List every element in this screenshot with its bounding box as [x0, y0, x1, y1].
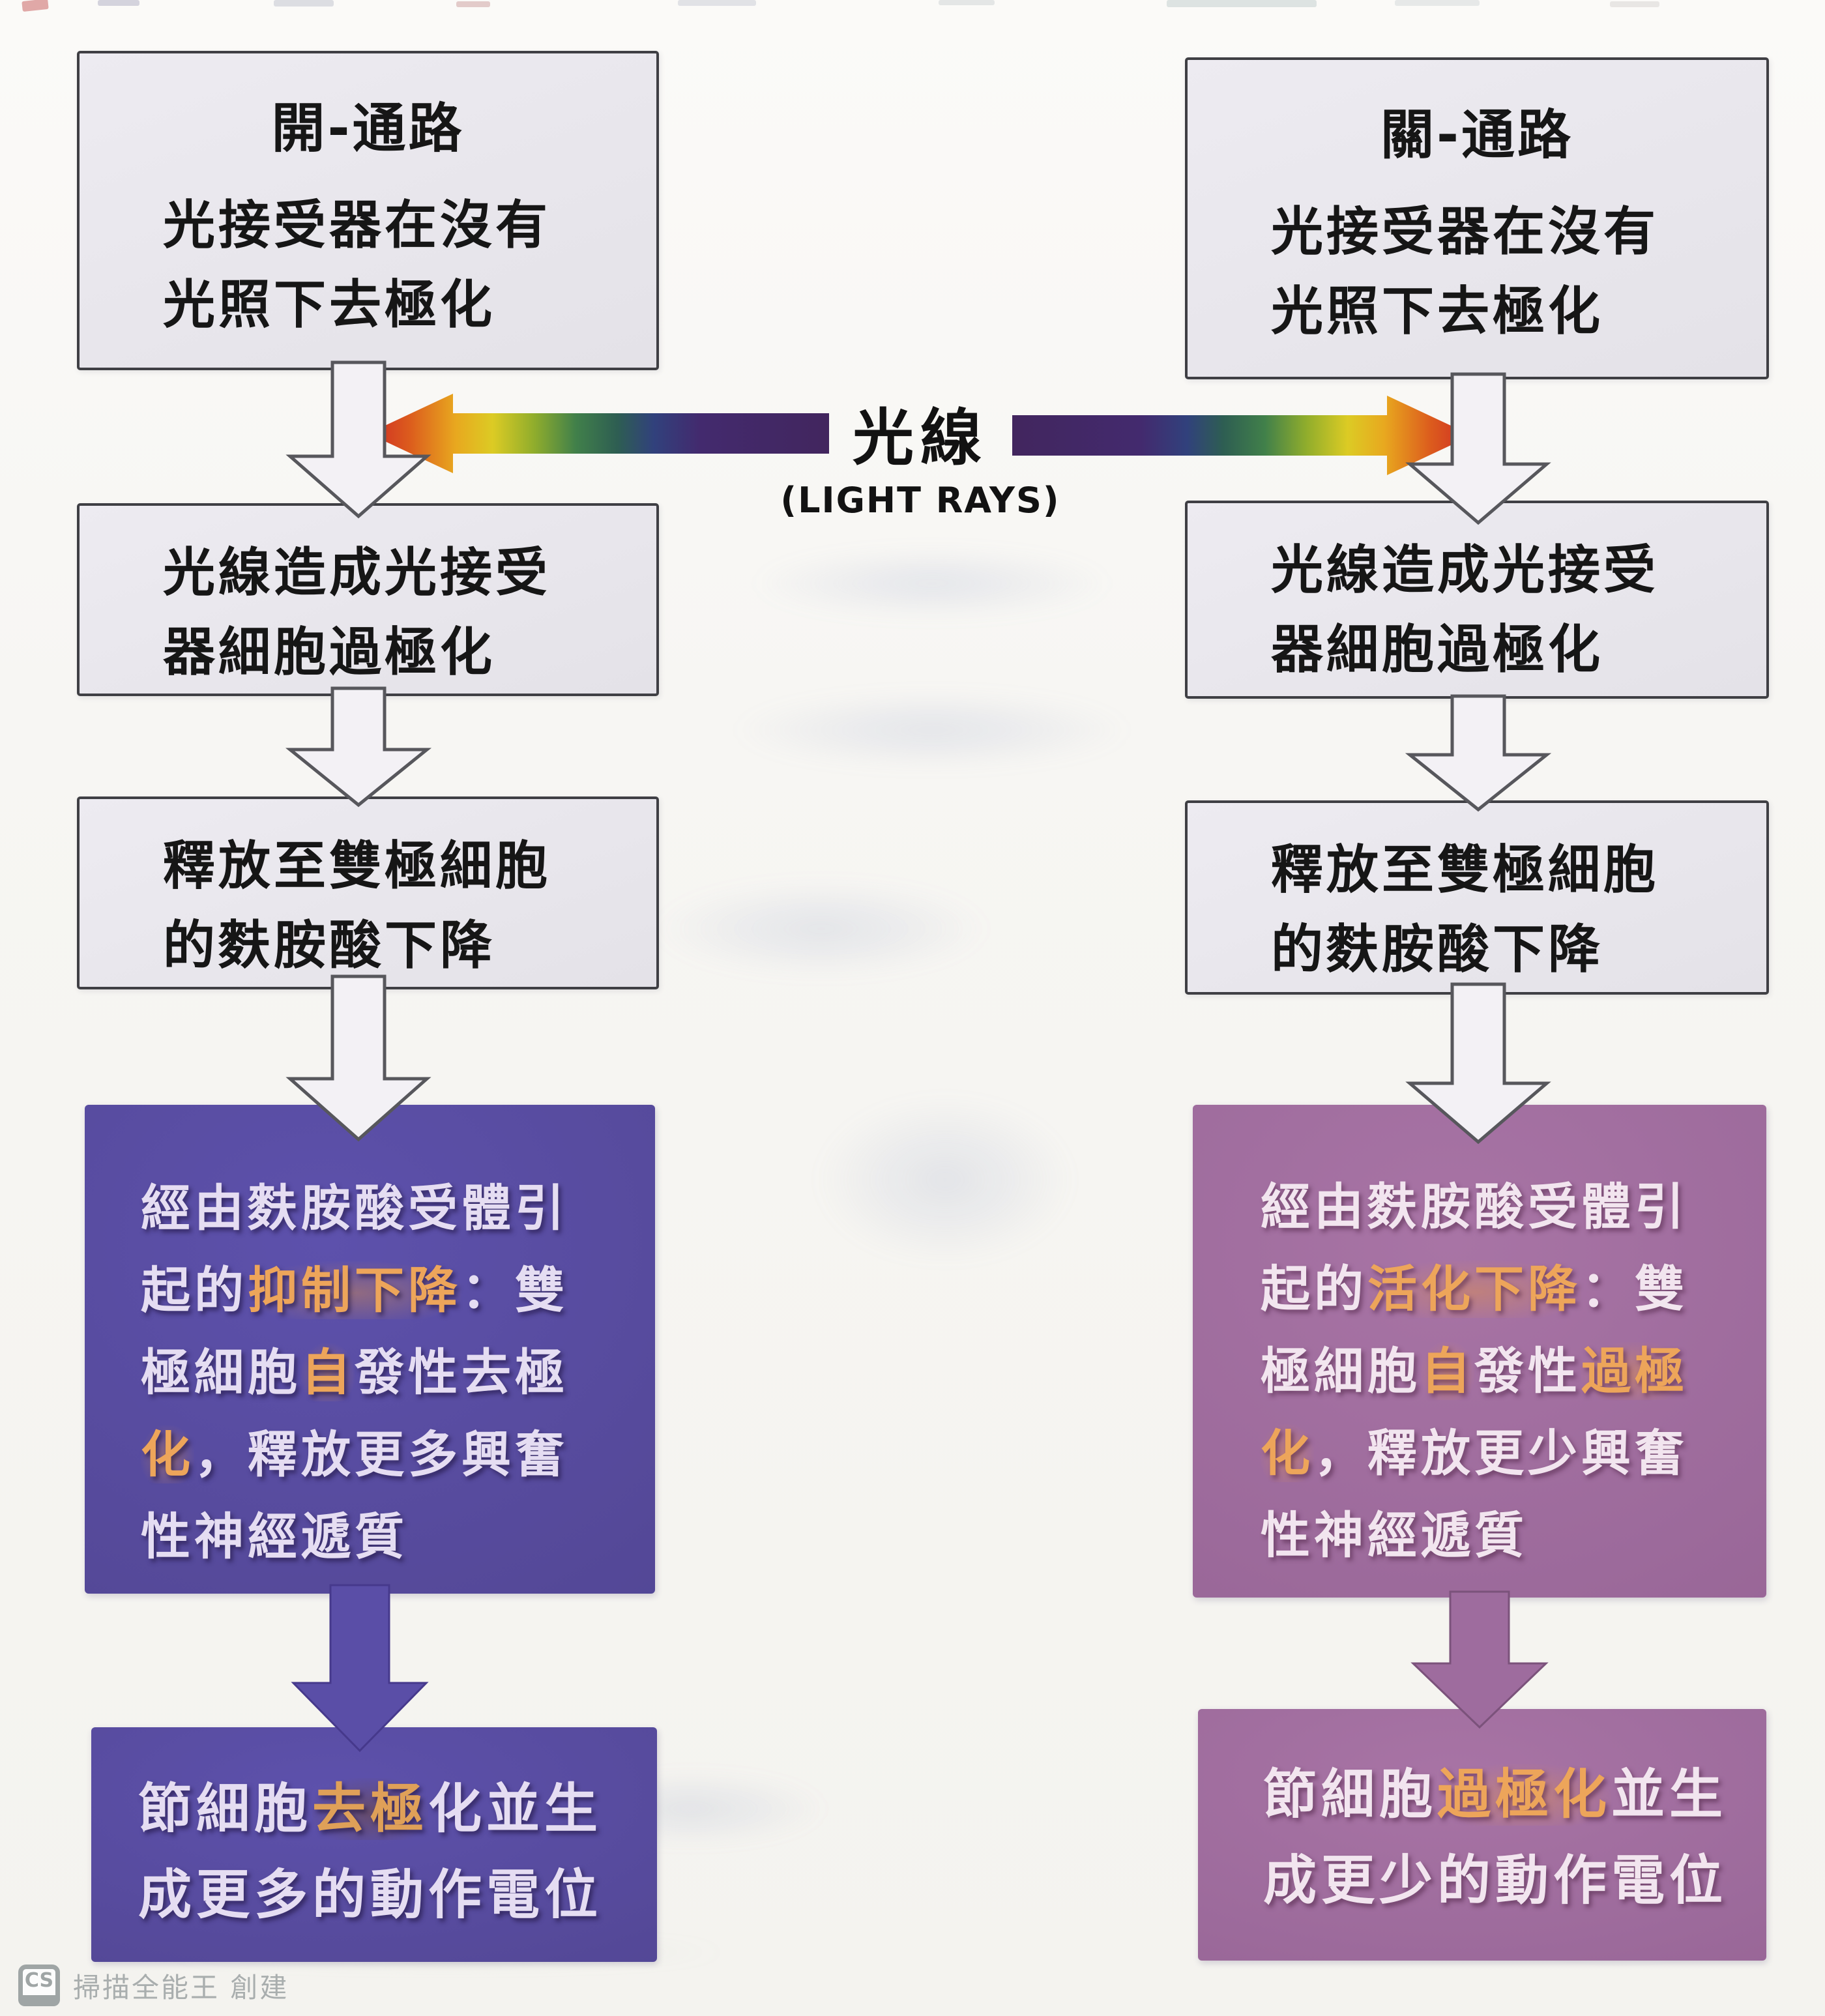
box-text-line: 起的抑制下降：雙: [141, 1261, 568, 1319]
box-text-line: 光照下去極化: [163, 274, 495, 335]
highlighted-text: 自: [1421, 1342, 1474, 1400]
on-pathway-title: 開-通路: [271, 98, 465, 160]
box-text-line: 節細胞過極化並生: [1263, 1764, 1728, 1826]
off-pathway-header-box: 關-通路 光接受器在沒有 光照下去極化: [1185, 57, 1769, 379]
box-text-line: 釋放至雙極細胞: [163, 836, 551, 896]
box-text-line: 經由麩胺酸受體引: [141, 1179, 568, 1237]
box-text-line: 經由麩胺酸受體引: [1261, 1178, 1688, 1236]
down-arrow-mauve: [1410, 1590, 1549, 1729]
box-text-line: 節細胞去極化並生: [138, 1778, 603, 1840]
box-text-line: 成更少的動作電位: [1263, 1850, 1728, 1912]
box-text-line: 化，釋放更少興奮: [1261, 1424, 1688, 1482]
down-arrow: [1405, 694, 1552, 812]
highlighted-text: 化: [141, 1425, 194, 1483]
on-pathway-hyperpolarize-box: 光線造成光接受 器細胞過極化: [77, 503, 659, 696]
box-text-line: 光接受器在沒有: [163, 195, 551, 256]
highlighted-text: 化: [1261, 1424, 1314, 1482]
box-text-line: 的麩胺酸下降: [163, 915, 495, 976]
off-pathway-title: 關-通路: [1380, 104, 1574, 166]
box-text-line: 光線造成光接受: [163, 542, 551, 603]
highlighted-text: 抑制下降: [248, 1261, 461, 1319]
box-text-line: 光線造成光接受: [1271, 540, 1659, 600]
box-text-line: 極細胞自發性過極: [1261, 1342, 1688, 1400]
watermark-text: 掃描全能王 創建: [73, 1971, 289, 2004]
highlighted-text: 活化下降: [1367, 1260, 1581, 1318]
highlighted-text: 去極: [312, 1778, 429, 1840]
box-text-line: 起的活化下降：雙: [1261, 1260, 1688, 1318]
box-text-line: 極細胞自發性去極: [141, 1343, 568, 1401]
camscanner-logo-icon: CS: [18, 1965, 60, 2006]
light-rays-arrow-left: [368, 394, 829, 473]
off-pathway-bipolar-box: 經由麩胺酸受體引 起的活化下降：雙 極細胞自發性過極 化，釋放更少興奮 性神經遞…: [1193, 1105, 1766, 1598]
box-text-line: 釋放至雙極細胞: [1271, 840, 1659, 900]
off-pathway-glutamate-box: 釋放至雙極細胞 的麩胺酸下降: [1185, 800, 1769, 995]
highlighted-text: 過極化: [1437, 1764, 1612, 1826]
off-pathway-hyperpolarize-box: 光線造成光接受 器細胞過極化: [1185, 501, 1769, 699]
box-text-line: 化，釋放更多興奮: [141, 1425, 568, 1483]
light-rays-label-en: (LIGHT RAYS): [780, 480, 1060, 521]
box-text-line: 的麩胺酸下降: [1271, 919, 1603, 980]
highlighted-text: 自: [301, 1343, 355, 1401]
on-pathway-glutamate-box: 釋放至雙極細胞 的麩胺酸下降: [77, 796, 659, 989]
box-text-line: 光接受器在沒有: [1271, 201, 1659, 262]
down-arrow: [285, 360, 431, 519]
box-text-line: 成更多的動作電位: [138, 1864, 603, 1926]
box-text-line: 性神經遞質: [1261, 1506, 1528, 1564]
on-pathway-header-box: 開-通路 光接受器在沒有 光照下去極化: [77, 51, 659, 370]
highlighted-text: 過極: [1581, 1342, 1688, 1400]
camscanner-watermark: CS 掃描全能王 創建: [18, 1965, 289, 2006]
box-text-line: 器細胞過極化: [1271, 619, 1603, 680]
light-rays-arrow-right: [1012, 396, 1472, 475]
box-text-line: 性神經遞質: [141, 1508, 408, 1566]
box-text-line: 器細胞過極化: [163, 622, 495, 682]
on-pathway-ganglion-box: 節細胞去極化並生 成更多的動作電位: [91, 1727, 657, 1962]
light-rays-label: 光線: [852, 403, 988, 474]
off-pathway-ganglion-box: 節細胞過極化並生 成更少的動作電位: [1198, 1709, 1766, 1961]
down-arrow: [285, 686, 432, 808]
down-arrow-purple: [291, 1584, 429, 1753]
on-pathway-bipolar-box: 經由麩胺酸受體引 起的抑制下降：雙 極細胞自發性去極 化，釋放更多興奮 性神經遞…: [85, 1105, 655, 1594]
box-text-line: 光照下去極化: [1271, 281, 1603, 342]
